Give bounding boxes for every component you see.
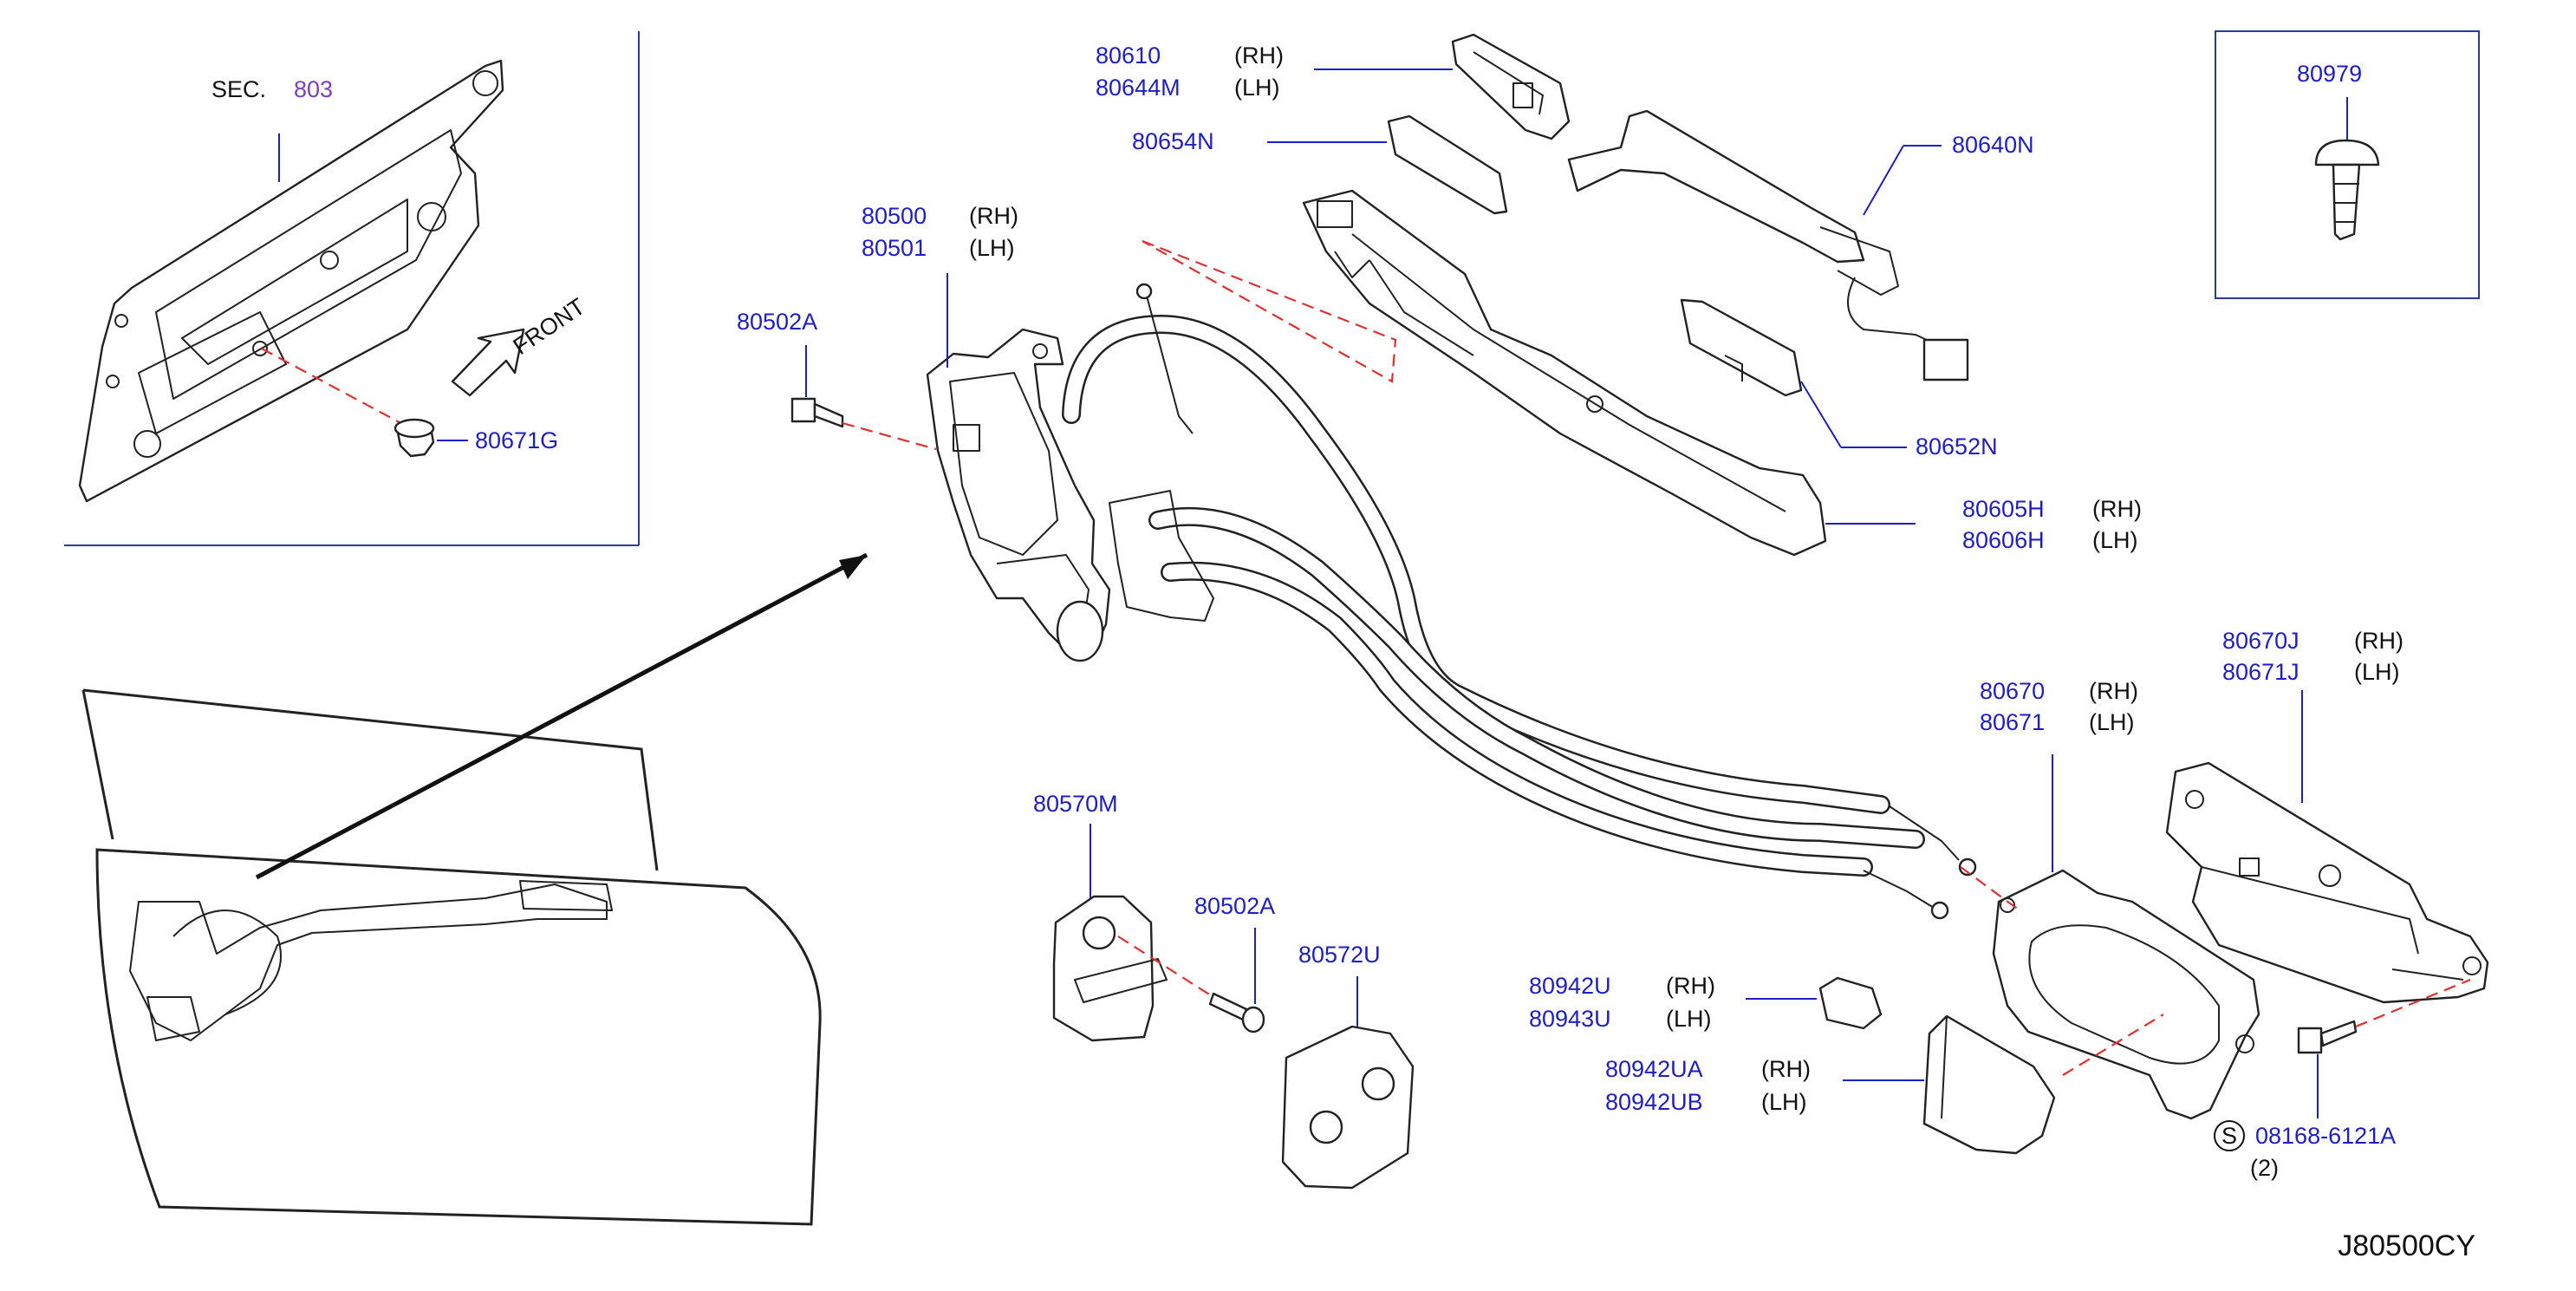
part-80502A-striker: 80502A: [1194, 893, 1275, 919]
part-80942UA: 80942UA: [1605, 1056, 1703, 1082]
screw-part-top: 80502A: [737, 309, 937, 451]
handle-cover-part: 80610 (RH) 80644M (LH): [1096, 33, 1571, 140]
side-lh-80943U: (LH): [1666, 1006, 1712, 1032]
part-80640N: 80640N: [1952, 132, 2034, 158]
side-rh-80610: (RH): [1234, 42, 1284, 68]
cables: [1062, 239, 1977, 920]
side-lh-80606H: (LH): [2092, 527, 2138, 553]
cap-part: 80942U (RH) 80943U (LH): [1529, 973, 1883, 1032]
grommet-box: 80979: [2215, 30, 2480, 299]
part-80500: 80500: [862, 203, 927, 229]
part-80654N: 80654N: [1132, 128, 1214, 154]
side-rh-80942U: (RH): [1666, 973, 1715, 999]
part-80942U: 80942U: [1529, 973, 1611, 999]
part-80943U: 80943U: [1529, 1006, 1611, 1032]
part-08168-6121A: 08168-6121A: [2255, 1123, 2396, 1149]
part-80942UB: 80942UB: [1605, 1089, 1703, 1115]
part-80670: 80670: [1980, 678, 2045, 704]
clip-part: [394, 418, 435, 458]
side-rh-80670: (RH): [2089, 678, 2138, 704]
side-rh-80500: (RH): [969, 203, 1018, 229]
diagram-code: J80500CY: [2338, 1229, 2475, 1262]
side-rh-80670J: (RH): [2354, 628, 2404, 654]
part-80644M: 80644M: [1096, 75, 1181, 101]
part-80652N: 80652N: [1916, 434, 1998, 460]
screw-part-striker: 80502A: [1194, 893, 1275, 1033]
outside-handle-part: 80640N: [1567, 109, 2034, 381]
s-symbol: S: [2221, 1123, 2237, 1149]
trim-part: 80942UA (RH) 80942UB (LH): [1605, 1014, 2056, 1155]
gasket-rear-part: 80652N: [1680, 298, 1998, 460]
side-rh-80942UA: (RH): [1761, 1056, 1811, 1082]
part-80572U: 80572U: [1298, 942, 1381, 968]
side-lh-80671: (LH): [2089, 709, 2135, 735]
side-lh-80644M: (LH): [1234, 75, 1280, 101]
part-80605H: 80605H: [1962, 496, 2045, 522]
part-80670J: 80670J: [2222, 628, 2300, 654]
striker-part: 80570M: [1033, 791, 1214, 1042]
inside-handle-part: 80670 (RH) 80671 (LH): [1960, 678, 2261, 1120]
s-symbol-circle: [2214, 1120, 2245, 1151]
part-80610: 80610: [1096, 42, 1161, 68]
bolt-qty: (2): [2250, 1155, 2279, 1181]
striker-cover-part: 80572U: [1281, 942, 1415, 1190]
escutcheon-part: 80670J (RH) 80671J (LH): [2165, 628, 2489, 1004]
side-lh-80671J: (LH): [2354, 659, 2400, 685]
side-lh-80501: (LH): [969, 235, 1015, 261]
part-80570M: 80570M: [1033, 791, 1118, 817]
handle-bracket-part: 80605H (RH) 80606H (LH): [1302, 189, 2142, 557]
part-80979: 80979: [2297, 61, 2362, 87]
part-80671: 80671: [1980, 709, 2045, 735]
bolt-part: S 08168-6121A (2): [2214, 978, 2471, 1181]
gasket-front-part: 80654N: [1132, 114, 1508, 215]
side-lh-80942UB: (LH): [1761, 1089, 1807, 1115]
part-80606H: 80606H: [1962, 527, 2045, 553]
section-label: SEC.: [211, 76, 266, 102]
latch-part: 80500 (RH) 80501 (LH): [862, 203, 1111, 662]
side-rh-80605H: (RH): [2092, 496, 2142, 522]
section-number: 803: [294, 76, 333, 102]
inset-door-panel: SEC. 803 80671G FRONT: [64, 31, 640, 546]
front-label: FRONT: [509, 293, 590, 360]
door-overview: [81, 552, 868, 1226]
part-80501: 80501: [862, 235, 927, 261]
part-80671J: 80671J: [2222, 659, 2300, 685]
part-80502A-top: 80502A: [737, 309, 817, 335]
front-arrow-icon: [451, 328, 525, 397]
part-80671G: 80671G: [475, 427, 558, 453]
